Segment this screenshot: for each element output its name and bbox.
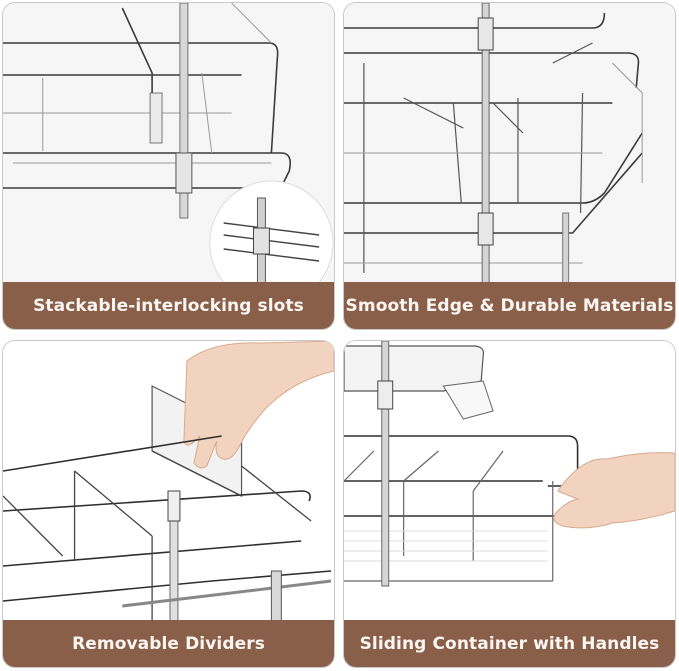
feature-panel-dividers: Removable Dividers [2, 340, 335, 668]
caption-dividers: Removable Dividers [3, 620, 334, 667]
feature-panel-smooth-edge: Smooth Edge & Durable Materials [343, 2, 676, 330]
feature-panel-sliding: Sliding Container with Handles [343, 340, 676, 668]
feature-panel-stackable: Stackable-interlocking slots [2, 2, 335, 330]
caption-smooth-edge: Smooth Edge & Durable Materials [344, 282, 675, 329]
hand-pulling-drawer-image [344, 341, 675, 622]
caption-sliding: Sliding Container with Handles [344, 620, 675, 667]
clear-bins-closeup-image [344, 3, 675, 285]
hand-lifting-divider-image [3, 341, 334, 622]
caption-stackable: Stackable-interlocking slots [3, 282, 334, 329]
stackable-organizer-image [3, 3, 334, 285]
